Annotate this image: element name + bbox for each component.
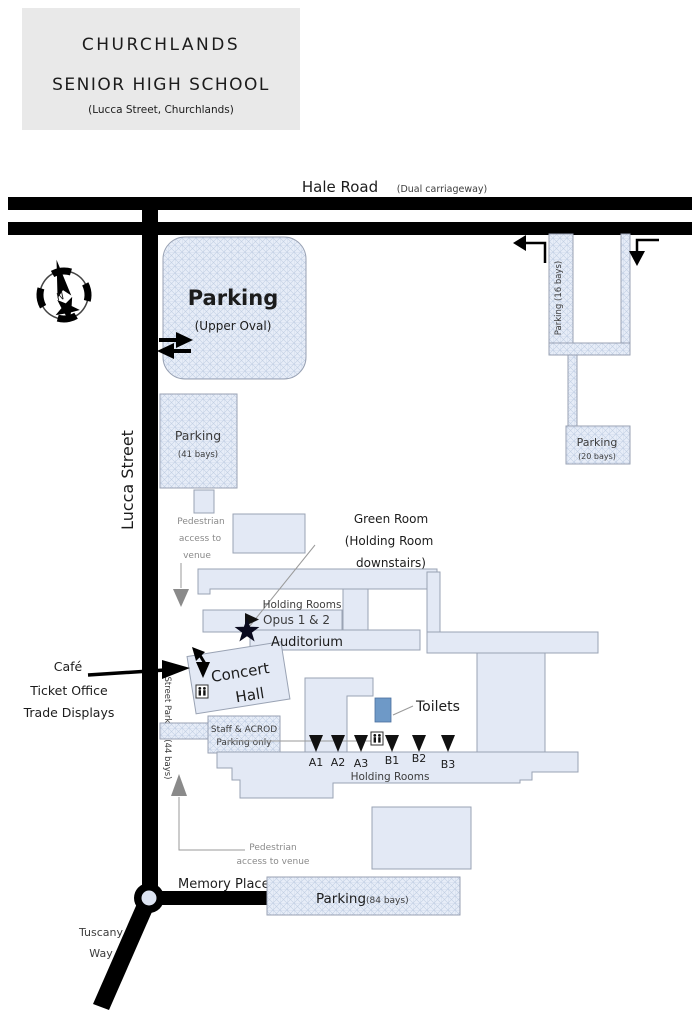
school-name-line2: SENIOR HIGH SCHOOL [52,75,270,95]
compass-north-label: N [56,291,66,303]
hale-road-south-carriageway [8,222,692,235]
cafe-arrow-icon [87,660,190,679]
ped-access-top-line3: venue [183,551,211,561]
tuscany-way-road [93,899,155,1010]
upper-oval-parking-area [162,236,307,380]
lucca-street-label: Lucca Street [118,430,137,530]
east-block-building [476,652,546,753]
toilets-leader-line [392,705,414,716]
concert-hall-building [186,641,291,715]
tuscany-way-label-line2: Way [89,947,113,960]
opus-label: Opus 1 & 2 [263,613,330,627]
parking-41-title: Parking [175,428,221,443]
ped-access-top-arrow-icon [173,563,189,607]
title-box: CHURCHLANDS SENIOR HIGH SCHOOL (Lucca St… [22,8,300,130]
ped-access-top-line1: Pedestrian [177,517,225,527]
hale-turn-down-arrow-icon [629,238,659,266]
compass-rose-icon: N [36,259,92,323]
auditorium-label: Auditorium [271,635,343,650]
memory-place-road [150,891,268,905]
cafe-label: Café [54,659,83,674]
memory-place-label: Memory Place [178,877,270,892]
parking-16-bays-west-arm [548,233,574,356]
school-buildings: Concert Hall [186,489,599,870]
parking-20-title: Parking [577,436,618,449]
door-label-a2: A2 [331,756,346,769]
hale-road-sublabel: (Dual carriageway) [397,184,487,195]
parking-16-bays-south-strip [548,342,631,356]
toilets-label: Toilets [415,699,460,715]
hale-road-label: Hale Road [302,178,378,196]
south-building [371,806,472,870]
parking-16-label: Parking (16 bays) [554,261,564,335]
ticket-office-label: Ticket Office [29,683,108,698]
door-label-b1: B1 [385,754,400,767]
parking-20-sub: (20 bays) [578,452,616,461]
ped-access-bottom-line1: Pedestrian [249,843,297,853]
holding-rooms-building [216,751,579,799]
door-marker-a1-icon [309,735,323,752]
roundabout-inner [141,890,157,906]
parking-41-bays-area [159,393,238,489]
lucca-street-road [142,197,158,898]
school-address: (Lucca Street, Churchlands) [88,104,234,116]
north-building [232,513,306,554]
staff-parking-access-strip [159,722,209,740]
ped-access-top-line2: access to [179,534,222,544]
parking-84-sub: (84 bays) [366,896,409,906]
school-name-line1: CHURCHLANDS [82,35,240,55]
green-room-leader-line [248,544,316,628]
door-label-b3: B3 [441,758,456,771]
small-building [193,489,215,514]
parking-20-bays-area [565,425,631,465]
staff-acrod-parking-area [207,715,281,754]
parking-41-sub: (41 bays) [178,450,218,460]
holding-rooms-bottom-label: Holding Rooms [351,771,430,783]
holding-rooms-toilets-icon [370,731,384,746]
tuscany-way-label-line1: Tuscany [78,926,124,939]
parking-16-bays-east-arm [620,233,631,347]
title-box-background [22,8,300,130]
parking-84-bays-area [266,876,461,916]
concert-hall-toilets-icon [195,684,209,699]
door-marker-a2-icon [331,735,345,752]
holding-rooms-top-label: Holding Rooms [263,599,342,611]
staff-parking-label-line2: Parking only [216,738,272,748]
auditorium-entrance-star-icon [234,618,260,642]
ped-access-bottom-line2: access to venue [237,857,310,867]
toilets-block [374,697,392,723]
parking-areas: Parking (Upper Oval) Parking (41 bays) P… [159,233,631,916]
door-marker-a3-icon [354,735,368,752]
hale-road-north-carriageway [8,197,692,210]
east-band-building [426,631,599,654]
link-building [342,588,369,635]
top-wing-building [197,568,438,595]
green-room-label-line3: downstairs) [356,556,426,570]
staff-parking-label-line1: Staff & ACROD [211,725,277,735]
door-label-a1: A1 [309,756,324,769]
upper-oval-entry-arrows-icon [157,332,193,359]
concert-hall-entrance-arrows-icon [192,647,210,678]
roads: Hale Road (Dual carriageway) Lucca Stree… [8,178,692,1010]
trade-displays-label: Trade Displays [23,705,115,720]
door-marker-b1-icon [385,735,399,752]
green-room-label-line1: Green Room [354,512,428,526]
parking-20-access-lane [567,354,578,429]
ped-access-bottom-arrow-icon [171,774,245,851]
green-room-label-line2: (Holding Room [345,534,434,548]
venue-labels: Green Room (Holding Room downstairs) Hol… [228,512,460,783]
door-marker-b2-icon [412,735,426,752]
upper-oval-parking-sub: (Upper Oval) [195,319,272,333]
hale-turn-left-arrow-icon [513,235,547,263]
auditorium-building [249,629,421,651]
parking-84-title: Parking [316,891,366,907]
concert-hall-label-line2: Hall [234,684,265,706]
annotations: Café Ticket Office Trade Displays Pedest… [23,235,659,867]
door-marker-b3-icon [441,735,455,752]
north-link-arm [426,571,441,635]
upper-oval-parking-title: Parking [188,286,279,310]
door-label-b2: B2 [412,752,427,765]
door-label-a3: A3 [354,757,369,770]
